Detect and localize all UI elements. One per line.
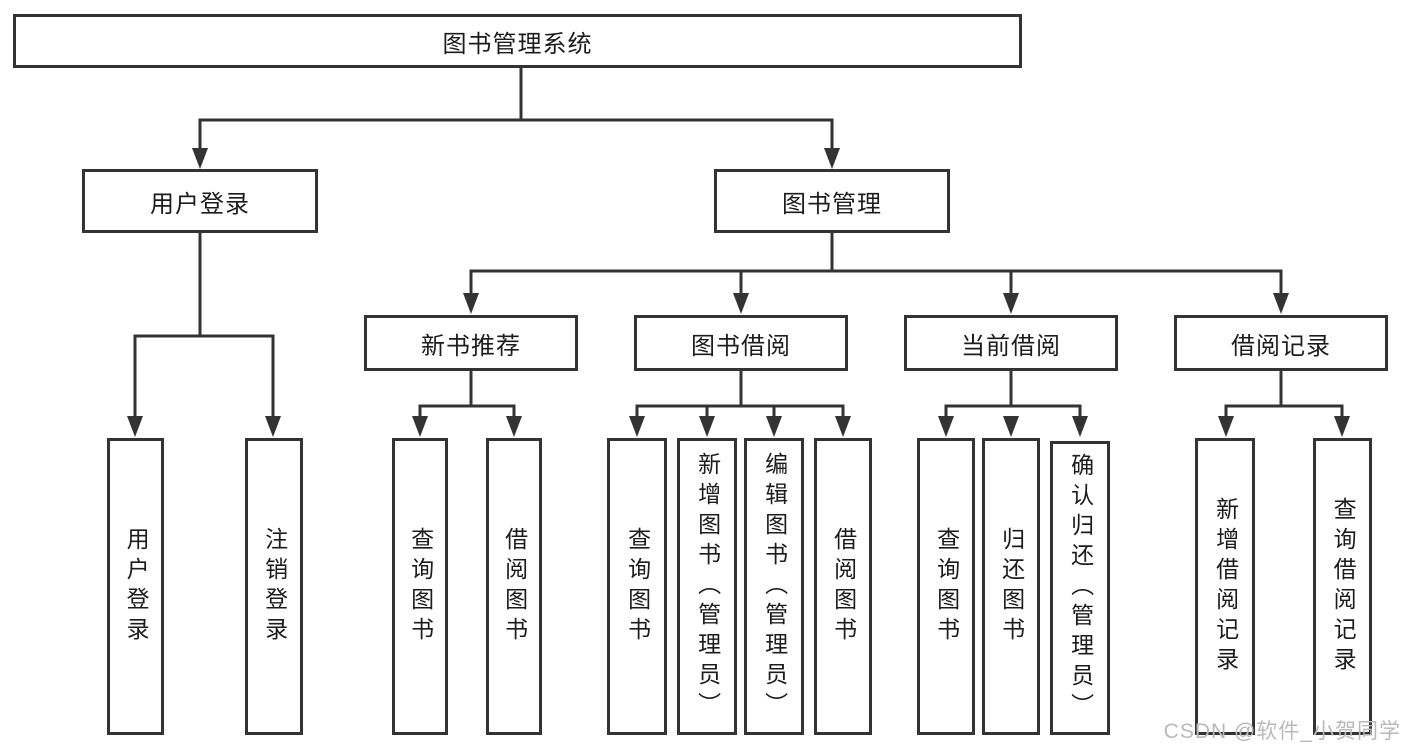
node-return-book-label: 归还图书 <box>998 526 1025 647</box>
node-recommend-query-books-label: 查询图书 <box>407 526 434 647</box>
node-borrow-borrow-books-label: 借阅图书 <box>830 526 857 647</box>
node-add-borrow-record: 新增借阅记录 <box>1195 438 1255 735</box>
node-book-management-label: 图书管理 <box>782 190 882 218</box>
node-root: 图书管理系统 <box>13 14 1022 68</box>
node-current-query-books: 查询图书 <box>917 438 975 735</box>
node-add-book-admin-label: 新增图书（管理员） <box>694 451 721 722</box>
node-borrow-records: 借阅记录 <box>1174 315 1388 371</box>
node-current-query-books-label: 查询图书 <box>933 526 960 647</box>
node-recommend-query-books: 查询图书 <box>392 438 448 735</box>
node-borrow-borrow-books: 借阅图书 <box>814 438 872 735</box>
node-edit-book-admin-label: 编辑图书（管理员） <box>761 451 788 722</box>
node-logout-label: 注销登录 <box>261 526 288 647</box>
node-borrow-records-label: 借阅记录 <box>1231 332 1331 360</box>
node-borrow-query-books-label: 查询图书 <box>624 526 651 647</box>
node-current-borrow: 当前借阅 <box>904 315 1118 371</box>
node-recommend-borrow-books: 借阅图书 <box>486 438 542 735</box>
node-current-borrow-label: 当前借阅 <box>961 332 1061 360</box>
node-confirm-return-admin-label: 确认归还（管理员） <box>1067 453 1094 723</box>
node-borrow-query-books: 查询图书 <box>607 438 667 735</box>
node-user-login-branch-label: 用户登录 <box>150 190 250 218</box>
csdn-watermark: CSDN @软件_小贺同学 <box>1163 720 1401 743</box>
node-edit-book-admin: 编辑图书（管理员） <box>744 438 804 735</box>
node-recommend-borrow-books-label: 借阅图书 <box>501 526 528 647</box>
node-user-login-branch: 用户登录 <box>82 169 318 233</box>
node-query-borrow-record: 查询借阅记录 <box>1313 438 1372 735</box>
node-book-management: 图书管理 <box>714 169 950 233</box>
node-book-borrow-label: 图书借阅 <box>691 332 791 360</box>
node-confirm-return-admin: 确认归还（管理员） <box>1050 441 1110 735</box>
node-query-borrow-record-label: 查询借阅记录 <box>1330 496 1357 677</box>
node-user-login-action-label: 用户登录 <box>123 526 150 647</box>
node-add-borrow-record-label: 新增借阅记录 <box>1212 496 1239 677</box>
node-return-book: 归还图书 <box>982 438 1040 735</box>
node-new-book-recommend-label: 新书推荐 <box>421 332 521 360</box>
node-book-borrow: 图书借阅 <box>634 315 848 371</box>
node-user-login-action: 用户登录 <box>107 438 164 735</box>
node-new-book-recommend: 新书推荐 <box>364 315 578 371</box>
node-add-book-admin: 新增图书（管理员） <box>677 438 737 735</box>
node-root-label: 图书管理系统 <box>442 30 593 58</box>
node-logout: 注销登录 <box>245 438 303 735</box>
